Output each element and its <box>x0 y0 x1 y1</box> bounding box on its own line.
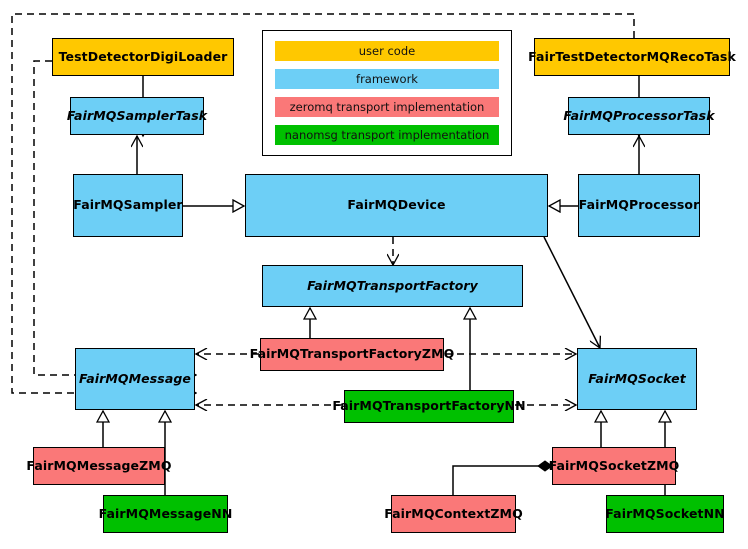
class-box-fairmqtransportfactoryzmq[interactable]: FairMQTransportFactoryZMQ <box>250 338 454 371</box>
class-box-fairmqprocessor[interactable]: FairMQProcessor <box>578 174 700 237</box>
class-box-fairmqmessagezmq[interactable]: FairMQMessageZMQ <box>26 447 171 485</box>
class-box-fairmqcontextzmq[interactable]: FairMQContextZMQ <box>384 495 523 533</box>
class-box-fairmqmessagenn[interactable]: FairMQMessageNN <box>99 495 232 533</box>
class-box-testdetectordigiloader[interactable]: TestDetectorDigiLoader <box>52 38 234 76</box>
legend-item-user-code: user code <box>275 41 499 61</box>
class-box-fairtestdetectormqrecotask[interactable]: FairTestDetectorMQRecoTask <box>528 38 736 76</box>
class-box-fairmqsamplertask[interactable]: FairMQSamplerTask <box>67 97 207 135</box>
class-box-fairmqtransportfactory[interactable]: FairMQTransportFactory <box>262 265 523 307</box>
class-box-fairmqprocessortask[interactable]: FairMQProcessorTask <box>563 97 715 135</box>
class-box-fairmqsocket[interactable]: FairMQSocket <box>577 348 697 410</box>
legend-item-zeromq: zeromq transport implementation <box>275 97 499 117</box>
class-box-fairmqsocketzmq[interactable]: FairMQSocketZMQ <box>549 447 679 485</box>
class-box-fairmqmessage[interactable]: FairMQMessage <box>75 348 195 410</box>
class-box-fairmqtransportfactorynn[interactable]: FairMQTransportFactoryNN <box>332 390 526 423</box>
edge-device-to-socket <box>543 236 600 348</box>
class-box-fairmqsocketnn[interactable]: FairMQSocketNN <box>605 495 725 533</box>
legend-panel: user code framework zeromq transport imp… <box>262 30 512 156</box>
legend-item-nanomsg: nanomsg transport implementation <box>275 125 499 145</box>
class-box-fairmqsampler[interactable]: FairMQSampler <box>73 174 183 237</box>
edge-socketzmq-to-contextzmq <box>452 460 553 495</box>
class-box-fairmqdevice[interactable]: FairMQDevice <box>245 174 548 237</box>
legend-item-framework: framework <box>275 69 499 89</box>
